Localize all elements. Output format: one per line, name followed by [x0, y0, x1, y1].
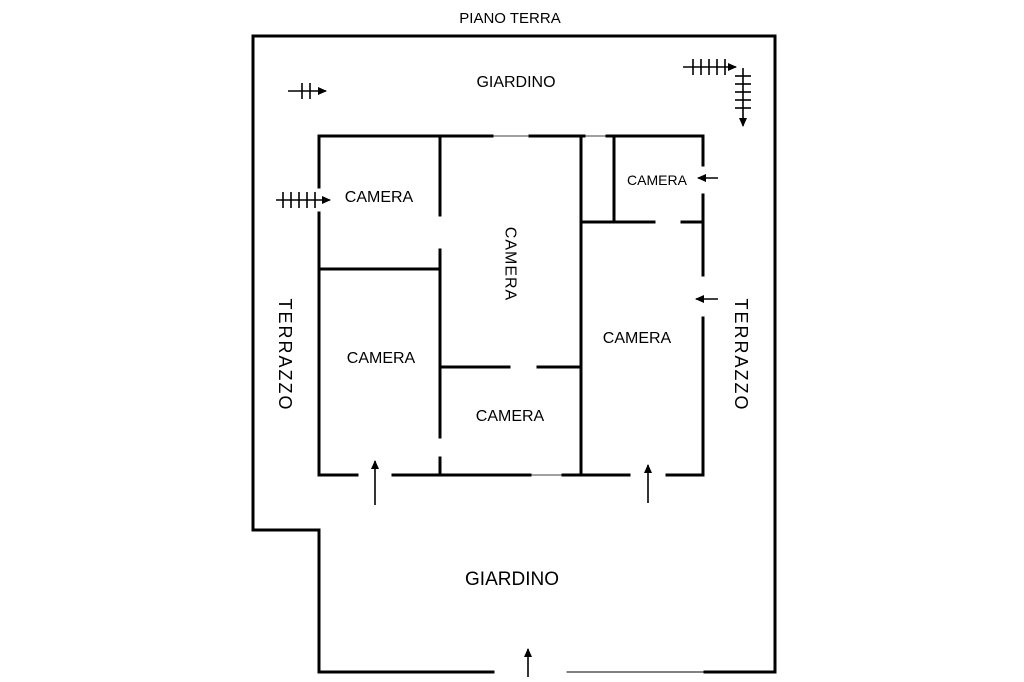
plan-title: PIANO TERRA	[459, 10, 560, 27]
stair-arrow-icon	[276, 192, 331, 208]
room-left-label: CAMERA	[347, 350, 416, 367]
room-center-bottom-label: CAMERA	[476, 408, 545, 425]
room-top-left-label: CAMERA	[345, 189, 414, 206]
terrace-right-label: TERRAZZO	[731, 299, 751, 412]
outer-boundary	[251, 34, 777, 674]
stair-arrow-icon	[683, 59, 737, 75]
garden-top-label: GIARDINO	[476, 74, 555, 91]
terrace-left-label: TERRAZZO	[275, 299, 295, 412]
building-walls	[317, 134, 705, 477]
stair-arrow-icon	[735, 68, 751, 127]
garden-bottom-label: GIARDINO	[465, 569, 559, 590]
room-center-vertical-label: CAMERA	[502, 227, 519, 301]
room-small-top-right-label: CAMERA	[627, 172, 688, 188]
stair-arrow-icon	[288, 83, 327, 99]
room-right-label: CAMERA	[603, 330, 672, 347]
